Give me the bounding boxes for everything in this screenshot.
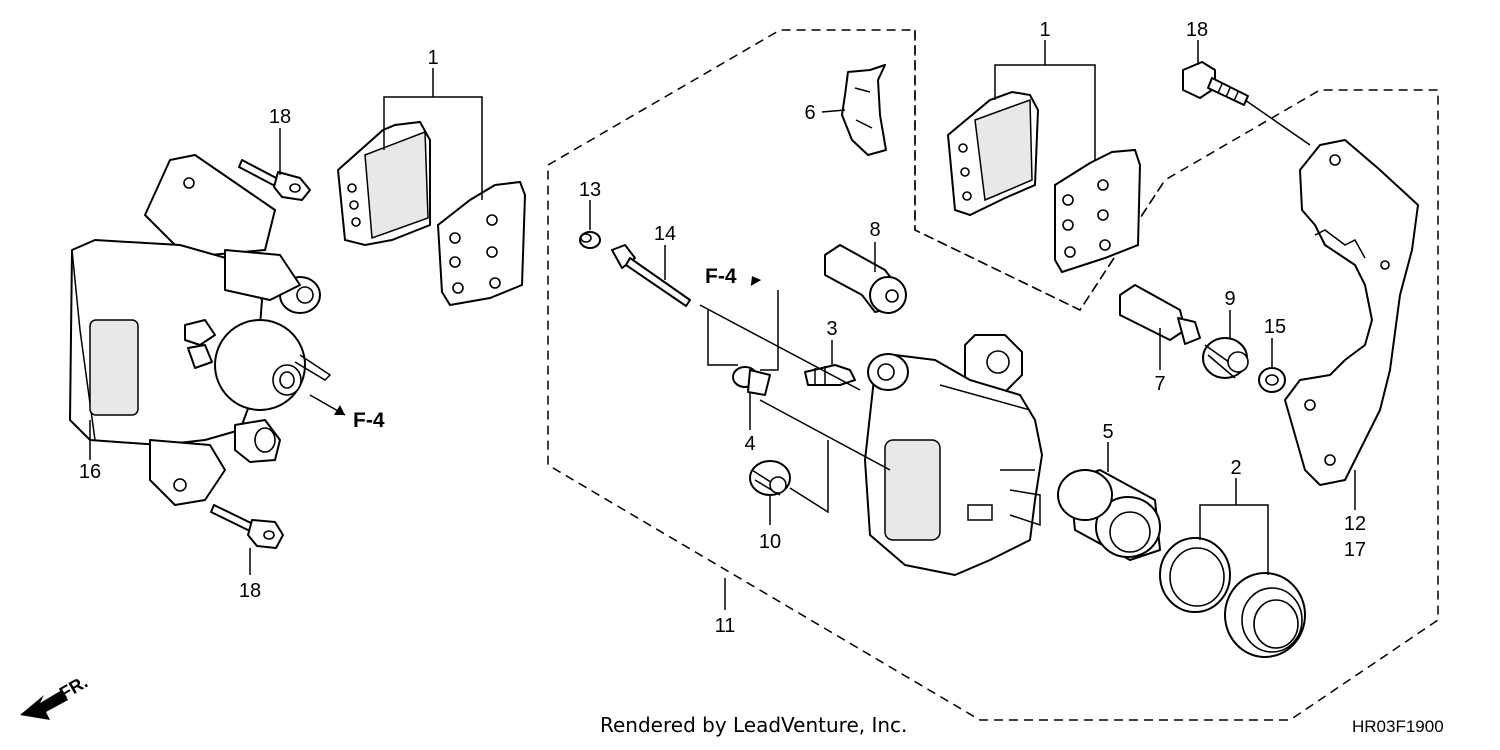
callout-bolt-bottom-left[interactable]: 18 — [239, 580, 261, 602]
callout-pad-set-left[interactable]: 1 — [427, 47, 438, 69]
pad-set-right-outline — [914, 30, 1166, 311]
callout-washer[interactable]: 15 — [1264, 316, 1286, 338]
pad-pin-shape — [611, 244, 691, 307]
slide-pin-a-shape — [1119, 284, 1201, 345]
credit-text: Rendered by LeadVenture, Inc. — [600, 713, 907, 737]
washer-shape — [1258, 367, 1286, 393]
callout-bleeder-cap[interactable]: 4 — [744, 433, 755, 455]
brake-pad-left-a — [336, 120, 431, 247]
callout-bracket-a[interactable]: 12 — [1344, 513, 1366, 535]
callout-bracket-b[interactable]: 17 — [1344, 539, 1366, 561]
ref-label-center[interactable]: F-4 — [705, 265, 737, 288]
piston-shape — [1057, 469, 1161, 561]
caliper-assembly-left — [69, 154, 332, 506]
callout-boot-a[interactable]: 9 — [1224, 288, 1235, 310]
callout-pad-pin-plug[interactable]: 13 — [579, 179, 601, 201]
callout-pad-spring[interactable]: 6 — [804, 102, 815, 124]
callout-caliper-sub[interactable]: 11 — [715, 615, 736, 637]
callout-bolt-top-right[interactable]: 18 — [1186, 19, 1208, 41]
boot-a-shape — [1202, 337, 1249, 379]
callout-caliper-assy[interactable]: 16 — [79, 461, 101, 483]
boot-b-shape — [749, 460, 791, 496]
callout-seal-set[interactable]: 2 — [1230, 457, 1241, 479]
bolt-top-right-shape — [1182, 61, 1249, 106]
caliper-body-center — [864, 334, 1043, 576]
slide-pin-b-shape — [824, 244, 907, 314]
pad-pin-plug-shape — [579, 231, 601, 249]
callout-pin-b[interactable]: 8 — [869, 219, 880, 241]
callout-boot-b[interactable]: 10 — [759, 531, 781, 553]
callout-bolt-top-left[interactable]: 18 — [269, 106, 291, 128]
caliper-bracket-shape — [1284, 139, 1419, 486]
seal-set-shape — [1159, 537, 1306, 658]
pad-spring-shape — [841, 64, 887, 156]
callout-bleeder[interactable]: 3 — [826, 318, 837, 340]
brake-pad-left-b — [436, 180, 527, 307]
ref-label-left[interactable]: F-4 — [353, 409, 385, 432]
bolt-top-left-shape — [238, 159, 311, 201]
bolt-bottom-left-shape — [210, 504, 284, 549]
callout-pad-set-right[interactable]: 1 — [1039, 19, 1050, 41]
front-arrow-icon — [20, 690, 68, 720]
brake-pad-right-b — [1054, 148, 1142, 274]
diagram-code: HR03F1900 — [1352, 717, 1444, 736]
leader-lines — [89, 40, 1356, 610]
callout-piston[interactable]: 5 — [1102, 421, 1113, 443]
callout-pin-a[interactable]: 7 — [1154, 373, 1165, 395]
callout-pad-pin[interactable]: 14 — [654, 223, 676, 245]
bleeder-cap-shape — [732, 366, 771, 396]
front-direction-indicator: FR. — [20, 672, 91, 720]
caliper-subassembly-outline — [547, 29, 1439, 721]
brake-pad-right-a — [946, 90, 1040, 217]
